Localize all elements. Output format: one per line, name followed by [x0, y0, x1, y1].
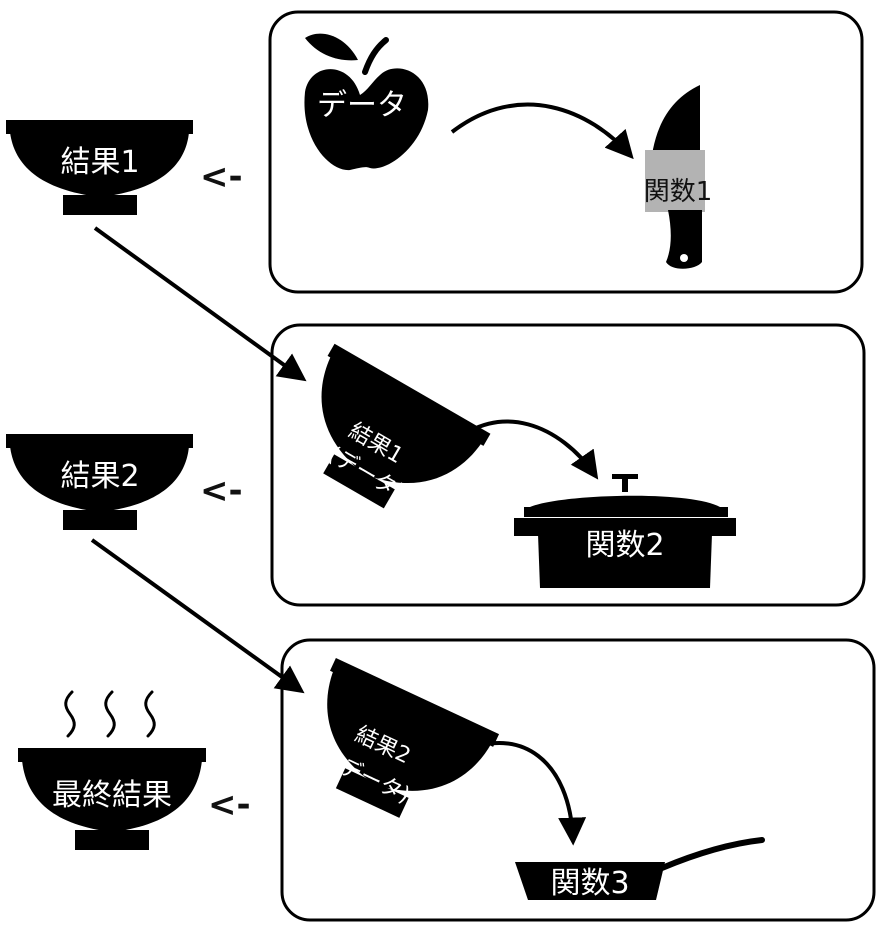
- function3-label: 関数3: [550, 866, 629, 901]
- function2-label: 関数2: [585, 528, 664, 563]
- result2-to-step3-arrow: [90, 538, 305, 694]
- result2-bowl-icon: [6, 434, 193, 530]
- data-label: データ: [317, 88, 407, 123]
- pot-icon: [514, 474, 736, 588]
- result1-bowl-icon: [6, 120, 193, 215]
- bowl-to-pan-arrow: [461, 741, 587, 846]
- return-arrow-3: <-: [208, 785, 251, 825]
- bowl-to-pot-arrow: [448, 419, 599, 480]
- frying-pan-icon: [515, 837, 765, 900]
- final-result-bowl-icon: [18, 748, 206, 850]
- result1-tilted-bowl-icon: [321, 343, 491, 509]
- return-arrow-2: <-: [200, 471, 243, 511]
- step2-panel: [270, 323, 866, 607]
- knife-icon: [645, 85, 705, 269]
- final-result-label: 最終結果: [52, 778, 172, 813]
- step1-panel: [268, 10, 864, 294]
- apple-icon: [304, 33, 429, 171]
- result2-tilted-bowl-icon: [327, 658, 500, 818]
- result1-label: 結果1: [60, 145, 139, 180]
- apple-to-knife-arrow: [450, 102, 634, 160]
- return-arrow-1: <-: [200, 157, 243, 197]
- result1-to-step2-arrow: [93, 226, 307, 382]
- function1-label: 関数1: [644, 177, 713, 207]
- steam-icon: [64, 690, 156, 738]
- result2-label: 結果2: [60, 459, 139, 494]
- step3-panel: [280, 638, 876, 922]
